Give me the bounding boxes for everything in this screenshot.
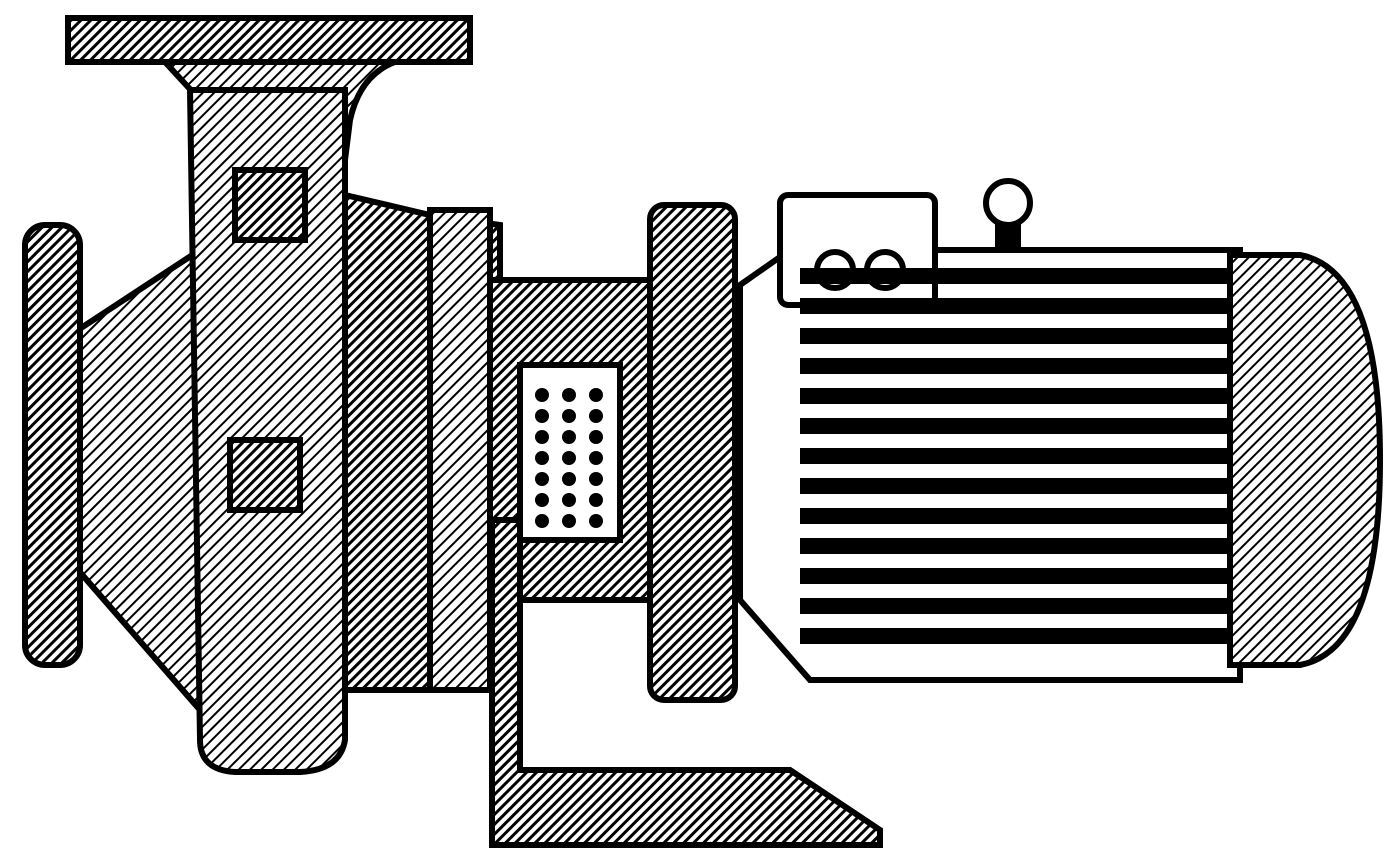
- guard-hole: [589, 430, 603, 444]
- cooling-fin: [800, 358, 1230, 374]
- motor-cooling-fins: [800, 268, 1230, 644]
- motor: [647, 178, 1384, 703]
- cooling-fin: [800, 268, 1230, 284]
- casing-boss-upper: [232, 167, 308, 243]
- coupling-flange: [647, 202, 738, 703]
- guard-hole: [562, 493, 576, 507]
- guard-hole: [535, 409, 549, 423]
- guard-hole: [589, 493, 603, 507]
- motor-end-cap: [1227, 252, 1384, 668]
- guard-hole: [535, 388, 549, 402]
- cooling-fin: [800, 328, 1230, 344]
- cooling-fin: [800, 478, 1230, 494]
- guard-hole: [589, 388, 603, 402]
- guard-hole: [589, 472, 603, 486]
- guard-hole: [535, 451, 549, 465]
- cooling-fin: [800, 598, 1230, 614]
- guard-hole: [589, 409, 603, 423]
- guard-hole: [562, 472, 576, 486]
- cooling-fin: [800, 628, 1230, 644]
- cooling-fin: [800, 388, 1230, 404]
- suction-cone: [75, 244, 203, 719]
- guard-hole: [562, 430, 576, 444]
- guard-hole: [562, 451, 576, 465]
- guard-hole: [562, 514, 576, 528]
- motor-body: [737, 247, 1243, 683]
- suction-flange: [22, 222, 83, 668]
- casing-boss-lower: [227, 437, 303, 513]
- cooling-fin: [800, 418, 1230, 434]
- guard-hole: [535, 493, 549, 507]
- cooling-fin: [800, 538, 1230, 554]
- lifting-eye-bolt-icon: [983, 178, 1033, 228]
- guard-hole: [535, 514, 549, 528]
- guard-hole: [535, 472, 549, 486]
- bracket-ring: [427, 207, 493, 693]
- cooling-fin: [800, 508, 1230, 524]
- motor-foot: [489, 517, 883, 848]
- guard-hole: [562, 388, 576, 402]
- cooling-fin: [800, 298, 1230, 314]
- guard-hole: [535, 430, 549, 444]
- discharge-flange: [65, 15, 473, 65]
- cooling-fin: [800, 568, 1230, 584]
- guard-hole: [562, 409, 576, 423]
- cooling-fin: [800, 448, 1230, 464]
- guard-holes: [535, 388, 603, 528]
- guard-hole: [589, 514, 603, 528]
- volute-casing: [186, 87, 348, 775]
- pump-casing: [22, 15, 653, 775]
- terminal-box: [777, 192, 938, 308]
- guard-hole: [589, 451, 603, 465]
